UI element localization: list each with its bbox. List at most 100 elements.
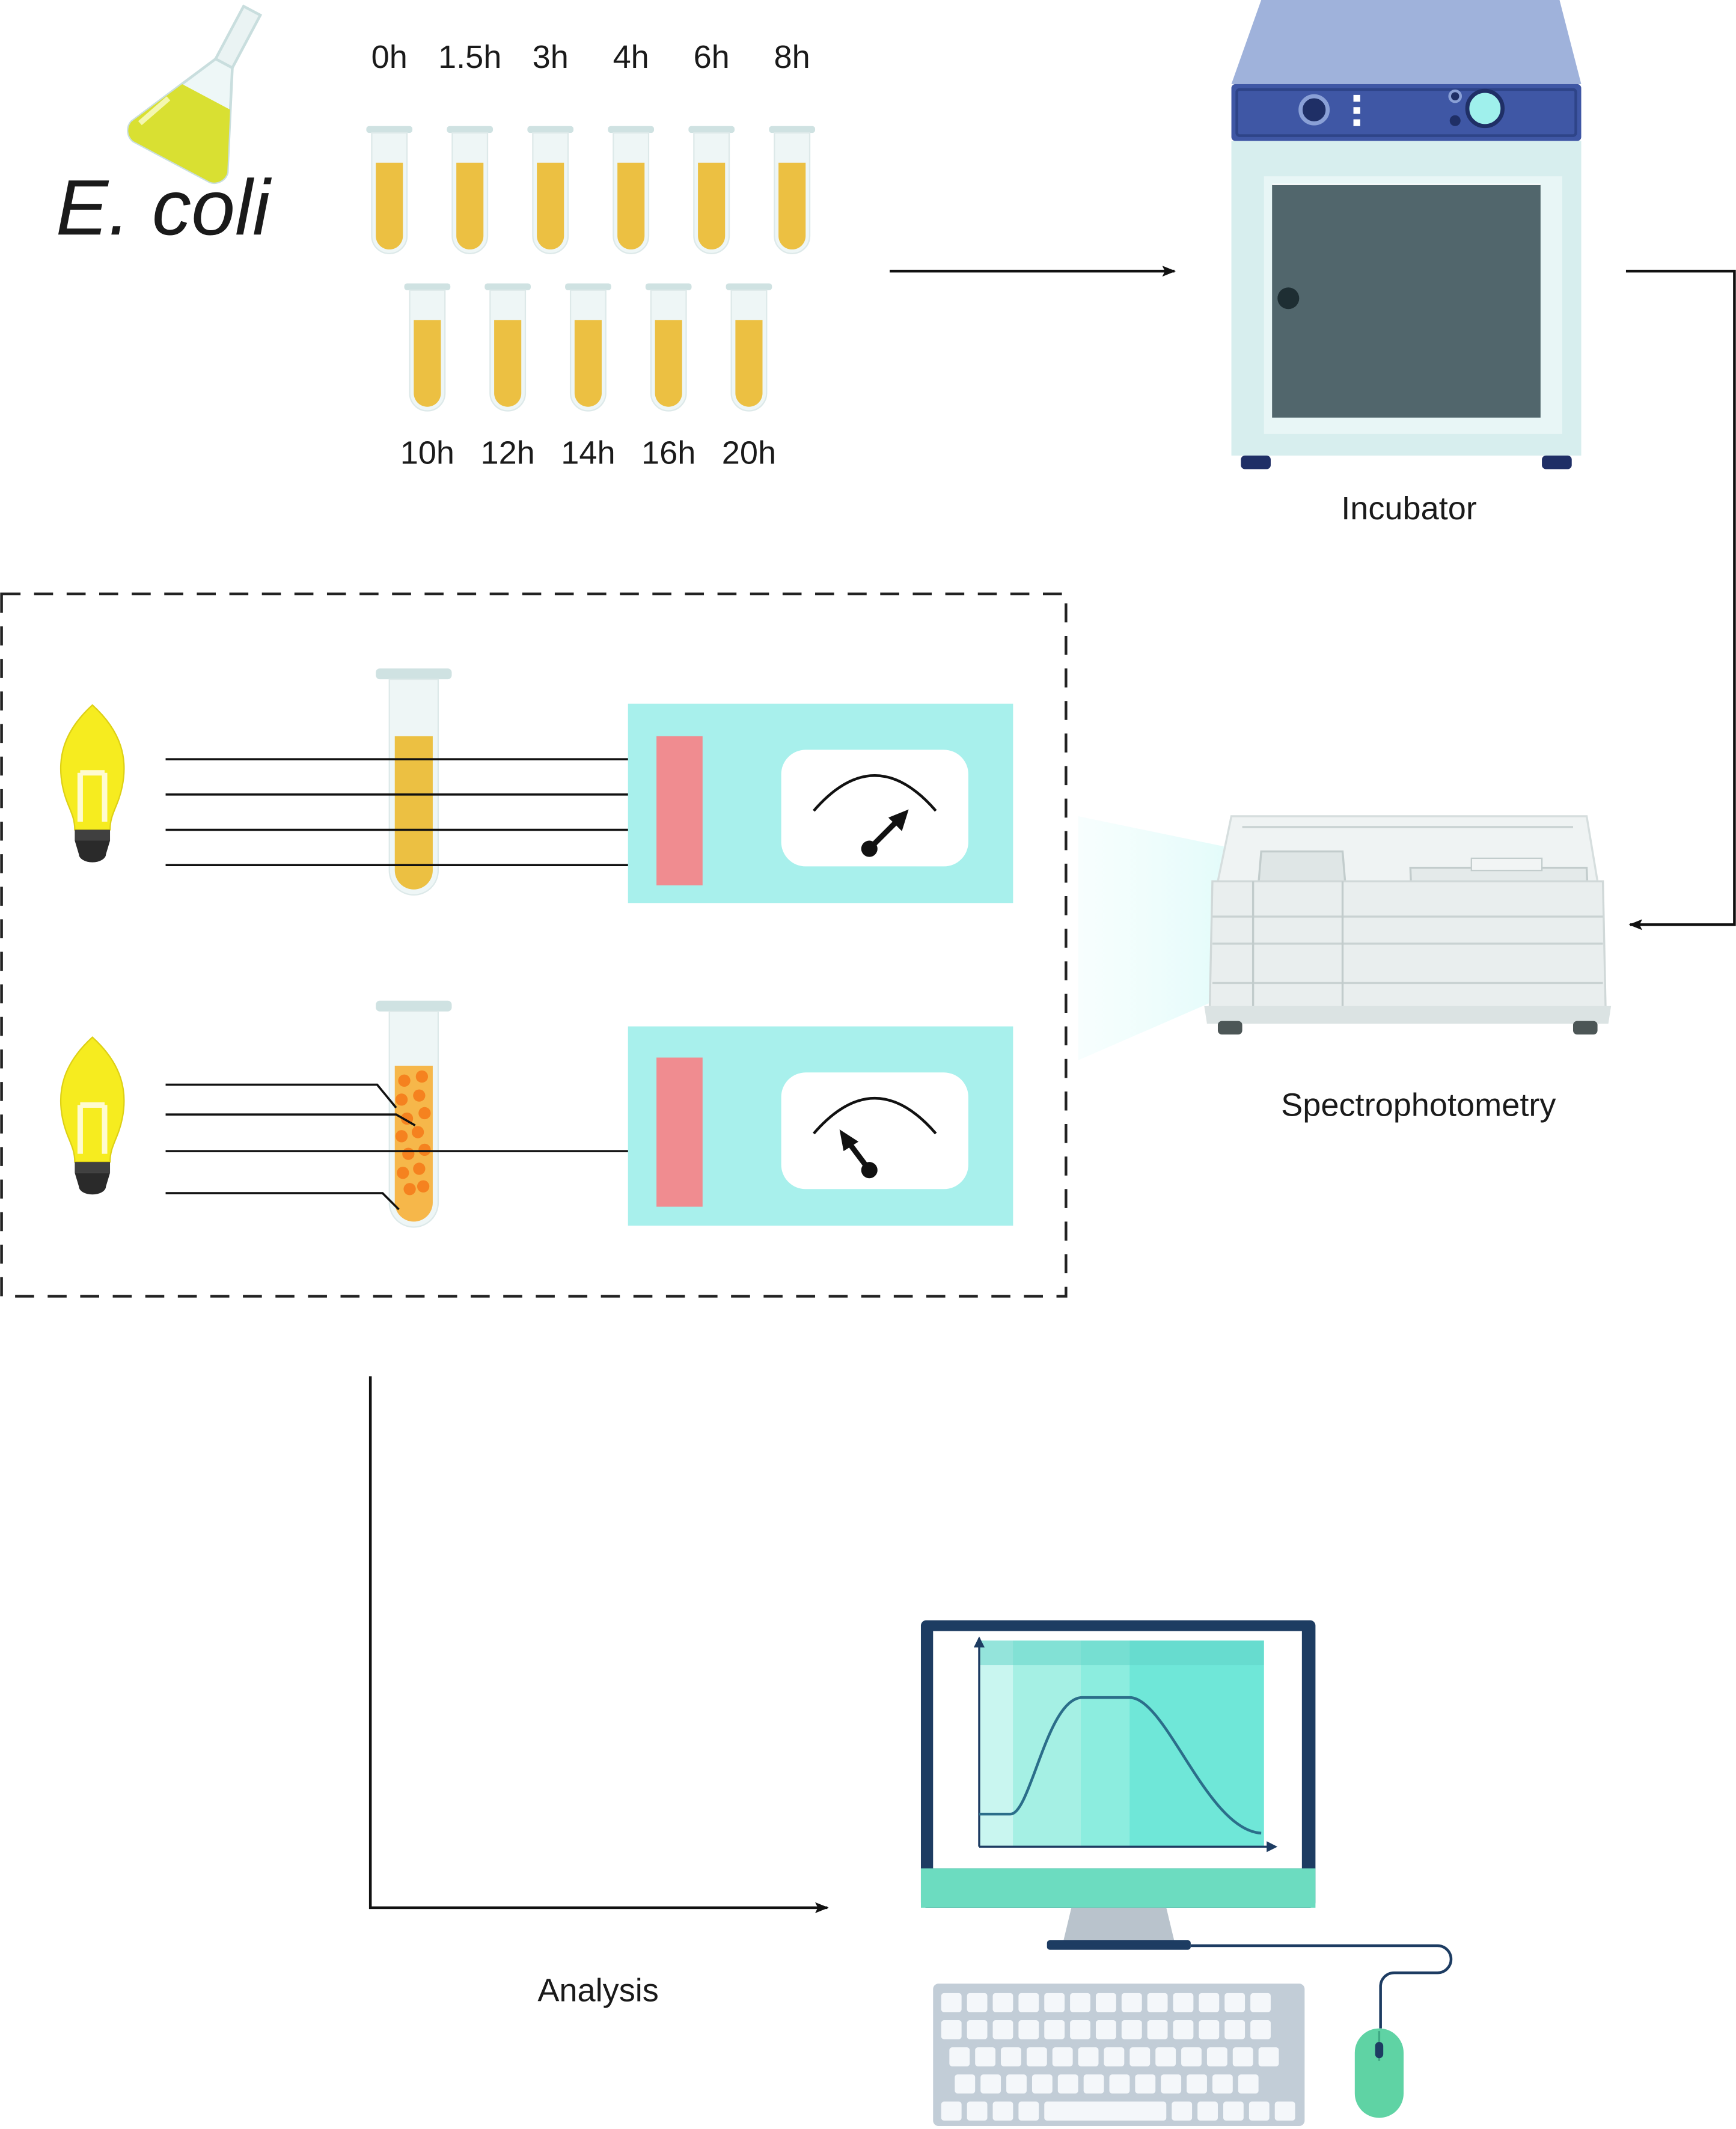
- keyboard-key: [955, 2074, 976, 2094]
- mouse-cable: [1190, 1944, 1453, 2029]
- bulb-icon: [61, 1037, 124, 1195]
- timepoint-label: 16h: [641, 435, 695, 471]
- spectrophotometer-icon: [1204, 815, 1612, 1035]
- keyboard-key: [1155, 2047, 1176, 2066]
- spectrophotometry-label: Spectrophotometry: [1281, 1087, 1556, 1123]
- incubator-icon: [1231, 0, 1582, 469]
- timepoint-label: 6h: [694, 39, 730, 75]
- test-tube-icon: [403, 283, 451, 412]
- keyboard-key: [1232, 2047, 1253, 2066]
- keyboard-key: [1095, 1993, 1116, 2012]
- test-tube-icon: [564, 283, 612, 412]
- keyboard-key: [1129, 2047, 1151, 2066]
- measurement-principle-box: [0, 592, 1068, 1298]
- keyboard-key: [1223, 2101, 1244, 2121]
- arrow-to-analysis: [368, 1376, 829, 1913]
- keyboard-key: [1197, 2101, 1218, 2121]
- bulb-icon: [61, 705, 124, 863]
- keyboard-key: [1187, 2074, 1207, 2094]
- keyboard-key: [1173, 1993, 1194, 2012]
- ecoli-label: E. coli: [56, 163, 272, 251]
- keyboard-key: [992, 2020, 1013, 2039]
- test-tube-icon: [527, 125, 575, 254]
- keyboard-key: [992, 1993, 1013, 2012]
- test-tube-icon: [376, 668, 452, 896]
- keyboard-key: [1161, 2074, 1182, 2094]
- keyboard-key: [1206, 2047, 1227, 2066]
- test-tube-icon: [768, 125, 816, 254]
- keyboard-key: [1250, 1993, 1271, 2012]
- keyboard-key: [1070, 1993, 1090, 2012]
- keyboard-key: [941, 2101, 962, 2121]
- keyboard-key: [1181, 2047, 1202, 2066]
- test-tube-icon: [688, 125, 736, 254]
- keyboard-key: [1044, 2020, 1065, 2039]
- timepoint-label: 12h: [480, 435, 534, 471]
- test-tube-icon: [725, 283, 773, 412]
- desktop-computer-icon: [920, 1620, 1316, 1950]
- keyboard-key: [967, 2101, 988, 2121]
- keyboard-key: [1095, 2020, 1116, 2039]
- timepoint-label: 3h: [533, 39, 569, 75]
- keyboard-key: [1274, 2101, 1295, 2121]
- timepoint-label: 8h: [774, 39, 810, 75]
- keyboard-key: [1083, 2074, 1104, 2094]
- light-rays-upper: [165, 758, 679, 866]
- flask-icon: [127, 4, 263, 184]
- keyboard-key: [1109, 2074, 1130, 2094]
- keyboard-icon: [933, 1984, 1305, 2126]
- keyboard-key: [1032, 2074, 1053, 2094]
- timepoint-label: 10h: [400, 435, 454, 471]
- keyboard-key: [975, 2047, 996, 2066]
- keyboard-key: [1001, 2047, 1021, 2066]
- keyboard-key: [1147, 1993, 1168, 2012]
- keyboard-key: [1249, 2101, 1270, 2121]
- mouse-icon: [1354, 2028, 1404, 2118]
- keyboard-key: [949, 2047, 970, 2066]
- arrow-to-spectrophotometer: [1625, 269, 1736, 930]
- light-rays-lower: [165, 1083, 679, 1211]
- keyboard-key: [1121, 1993, 1142, 2012]
- timepoint-label: 4h: [613, 39, 649, 75]
- keyboard-key: [1172, 2101, 1193, 2121]
- keyboard-key: [1147, 2020, 1168, 2039]
- test-tube-icon: [607, 125, 655, 254]
- detector-lower: [628, 1026, 1013, 1226]
- keyboard-key: [1018, 2020, 1039, 2039]
- keyboard-key: [1044, 2101, 1167, 2121]
- test-tube-icon: [484, 283, 532, 412]
- keyboard-key: [1044, 1993, 1065, 2012]
- incubator-label: Incubator: [1341, 490, 1477, 527]
- keyboard-key: [1199, 1993, 1220, 2012]
- turbid-test-tube-icon: [376, 1000, 452, 1228]
- keyboard-key: [967, 1993, 988, 2012]
- keyboard-key: [1224, 1993, 1245, 2012]
- test-tube-icon: [644, 283, 692, 412]
- keyboard-key: [967, 2020, 988, 2039]
- keyboard-key: [1121, 2020, 1142, 2039]
- analysis-label: Analysis: [537, 1972, 659, 2008]
- keyboard-key: [1052, 2047, 1073, 2066]
- timepoint-label: 14h: [561, 435, 615, 471]
- keyboard-key: [941, 1993, 962, 2012]
- keyboard-key: [1057, 2074, 1078, 2094]
- keyboard-key: [1250, 2020, 1271, 2039]
- keyboard-key: [1224, 2020, 1245, 2039]
- keyboard-key: [1173, 2020, 1194, 2039]
- test-tube-icon: [446, 125, 494, 254]
- keyboard-key: [1070, 2020, 1090, 2039]
- test-tube-icon: [365, 125, 414, 254]
- timepoint-label: 0h: [371, 39, 408, 75]
- keyboard-key: [1018, 1993, 1039, 2012]
- keyboard-key: [941, 2020, 962, 2039]
- keyboard-key: [1078, 2047, 1099, 2066]
- keyboard-key: [1018, 2101, 1039, 2121]
- keyboard-key: [992, 2101, 1013, 2121]
- keyboard-key: [1006, 2074, 1027, 2094]
- tube-row-bottom: 10h 12h 14h 16h 20h: [400, 283, 776, 471]
- timepoint-label: 20h: [722, 435, 776, 471]
- keyboard-key: [1199, 2020, 1220, 2039]
- keyboard-key: [1104, 2047, 1125, 2066]
